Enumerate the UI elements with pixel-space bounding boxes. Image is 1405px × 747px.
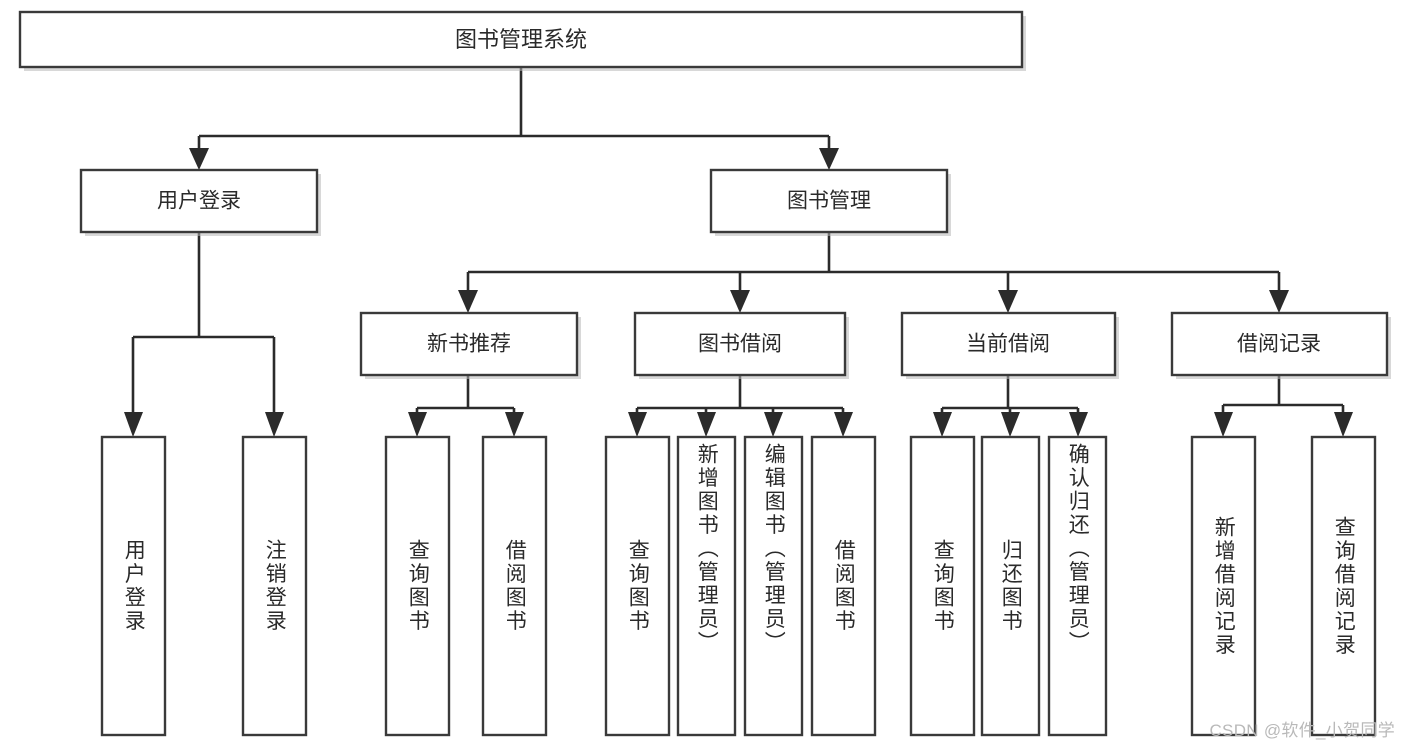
leaf-box-0[interactable] bbox=[100, 435, 167, 737]
arrow-borrow-l2 bbox=[697, 412, 716, 437]
arrow-book-to-n3 bbox=[998, 290, 1018, 313]
leaf-box-11[interactable] bbox=[1190, 435, 1257, 737]
arrow-current-l2 bbox=[1001, 412, 1020, 437]
arrow-book-to-n4 bbox=[1269, 290, 1289, 313]
arrow-current-l1 bbox=[933, 412, 952, 437]
level2-box-0[interactable] bbox=[359, 311, 579, 377]
leaf-box-2[interactable] bbox=[384, 435, 451, 737]
arrow-borrow-l3 bbox=[764, 412, 783, 437]
arrow-newbook-l2 bbox=[505, 412, 524, 437]
node-level1-user-login[interactable]: 用户登录 bbox=[79, 168, 321, 236]
connector-group-newbook bbox=[408, 375, 524, 437]
node-level1-book-manage[interactable]: 图书管理 bbox=[709, 168, 951, 236]
level2-label-2: 当前借阅 bbox=[966, 333, 1050, 356]
leaf-boxes bbox=[100, 435, 1377, 737]
leaf-box-10[interactable] bbox=[1047, 435, 1108, 737]
arrow-root-to-book bbox=[819, 148, 839, 170]
connector-group-login bbox=[124, 232, 284, 437]
level1-label-1: 图书管理 bbox=[787, 190, 871, 213]
level2-label-3: 借阅记录 bbox=[1237, 333, 1321, 356]
arrow-login-leaf1 bbox=[124, 412, 143, 437]
connector-group-record bbox=[1214, 375, 1353, 437]
leaf-box-4[interactable] bbox=[604, 435, 671, 737]
csdn-watermark: CSDN @软件_小贺同学 bbox=[1209, 721, 1395, 740]
leaf-box-1[interactable] bbox=[241, 435, 308, 737]
arrow-record-l2 bbox=[1334, 412, 1353, 437]
arrow-record-l1 bbox=[1214, 412, 1233, 437]
connector-group-current bbox=[933, 375, 1088, 437]
arrow-newbook-l1 bbox=[408, 412, 427, 437]
level2-box-2[interactable] bbox=[900, 311, 1117, 377]
level2-label-1: 图书借阅 bbox=[698, 333, 782, 356]
root-box[interactable] bbox=[18, 10, 1024, 69]
connector-group-borrow bbox=[628, 375, 853, 437]
level1-box-1[interactable] bbox=[709, 168, 949, 234]
leaf-box-12[interactable] bbox=[1310, 435, 1377, 737]
arrow-root-to-login bbox=[189, 148, 209, 170]
leaf-box-7[interactable] bbox=[810, 435, 877, 737]
arrow-book-to-n2 bbox=[730, 290, 750, 313]
arrow-borrow-l1 bbox=[628, 412, 647, 437]
arrow-login-leaf2 bbox=[265, 412, 284, 437]
root-label: 图书管理系统 bbox=[455, 27, 587, 52]
leaf-box-3[interactable] bbox=[481, 435, 548, 737]
connector-group-root bbox=[189, 67, 839, 170]
level2-box-1[interactable] bbox=[633, 311, 847, 377]
arrow-book-to-n1 bbox=[458, 290, 478, 313]
arrow-borrow-l4 bbox=[834, 412, 853, 437]
leaf-box-8[interactable] bbox=[909, 435, 976, 737]
node-root[interactable]: 图书管理系统 bbox=[18, 10, 1026, 71]
level2-box-3[interactable] bbox=[1170, 311, 1389, 377]
level1-label-0: 用户登录 bbox=[157, 190, 241, 213]
level2-label-0: 新书推荐 bbox=[427, 333, 511, 356]
connector-group-book bbox=[458, 232, 1289, 313]
leaf-box-6[interactable] bbox=[743, 435, 804, 737]
node-level2-new-book-recommend[interactable]: 新书推荐 bbox=[359, 311, 581, 379]
leaf-box-5[interactable] bbox=[676, 435, 737, 737]
arrow-current-l3 bbox=[1069, 412, 1088, 437]
leaf-box-9[interactable] bbox=[980, 435, 1041, 737]
node-level2-current-borrow[interactable]: 当前借阅 bbox=[900, 311, 1119, 379]
node-level2-borrow-record[interactable]: 借阅记录 bbox=[1170, 311, 1391, 379]
level1-box-0[interactable] bbox=[79, 168, 319, 234]
node-level2-book-borrow[interactable]: 图书借阅 bbox=[633, 311, 849, 379]
